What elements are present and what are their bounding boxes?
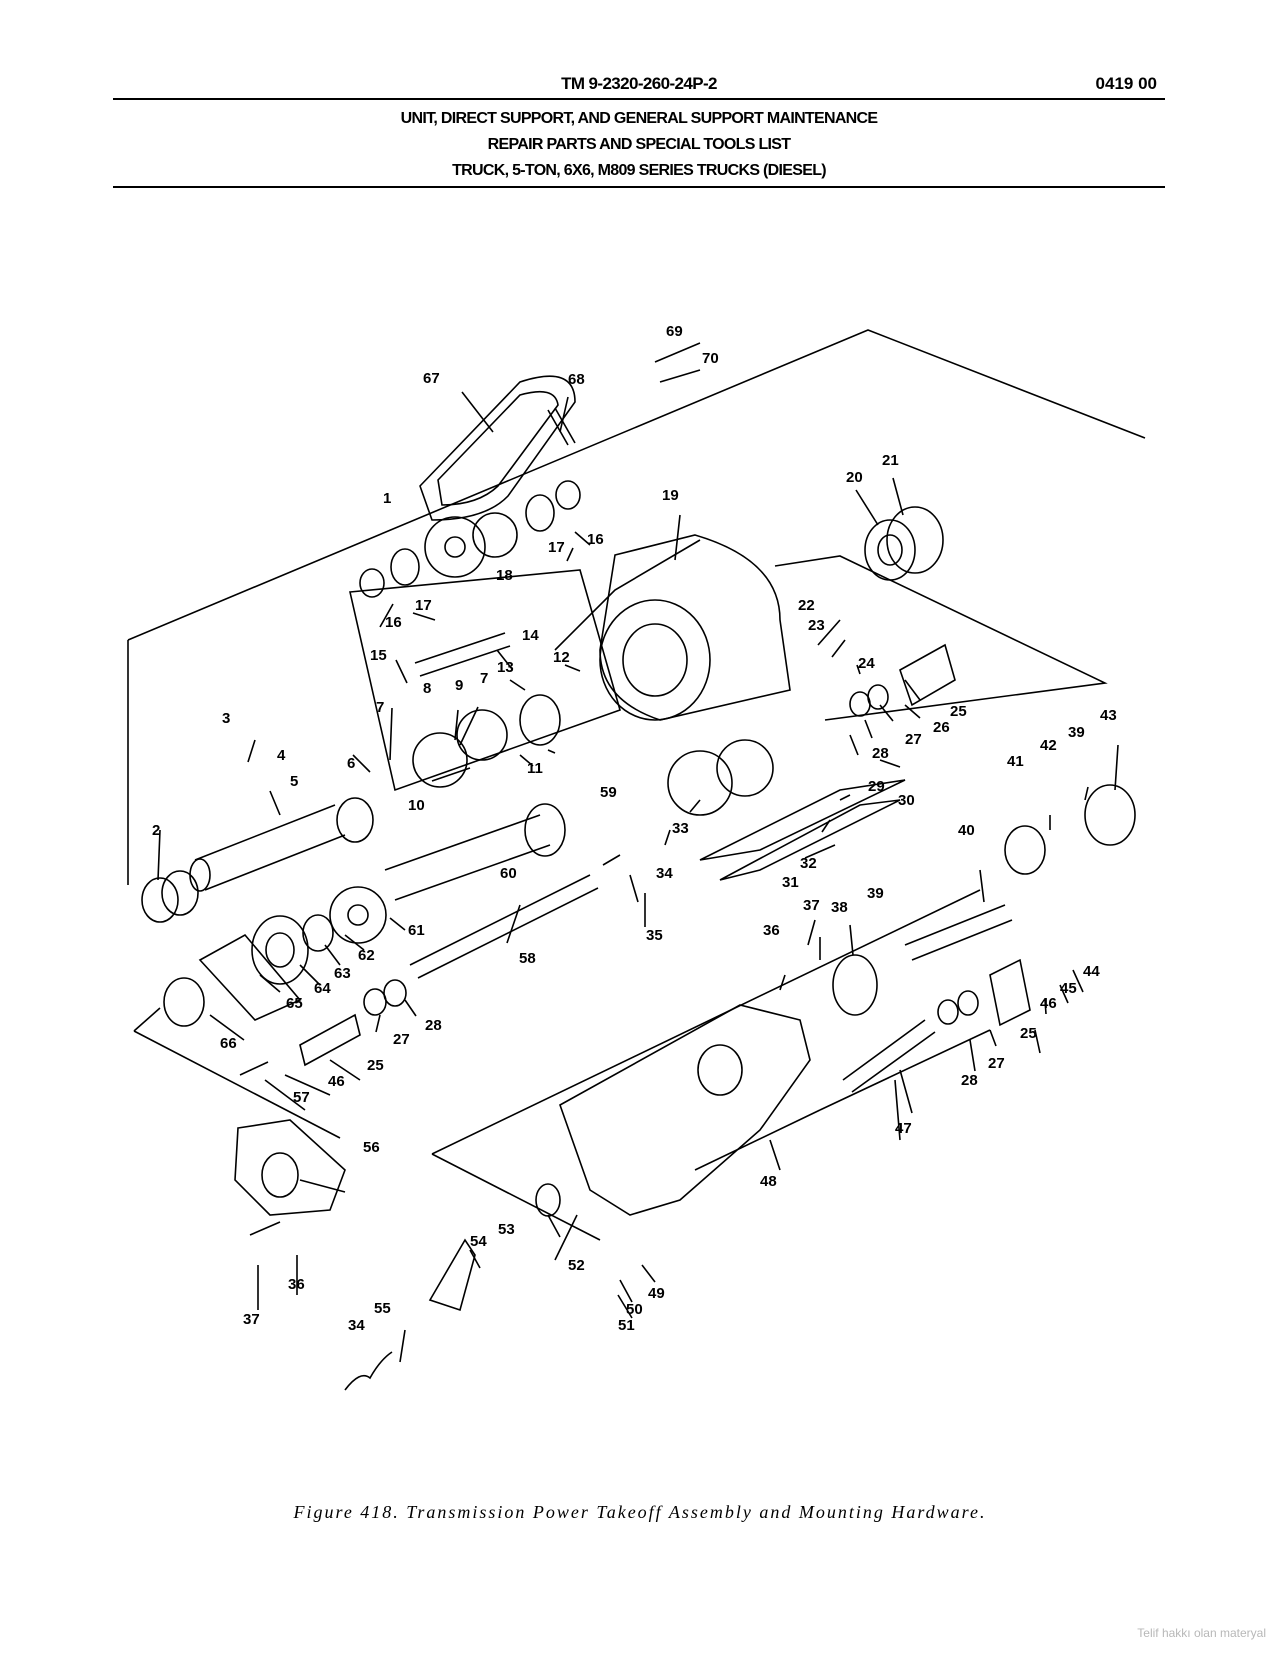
callout-10: 10: [408, 797, 425, 814]
header-rule-top: [113, 98, 1165, 100]
callout-11: 11: [527, 760, 543, 777]
callout-67: 67: [423, 370, 440, 387]
callout-20: 20: [846, 469, 863, 486]
callout-54: 54: [470, 1233, 487, 1250]
callout-37b: 37: [243, 1311, 260, 1328]
callout-1: 1: [383, 490, 391, 507]
callout-51: 51: [618, 1317, 635, 1334]
callout-31: 31: [782, 874, 799, 891]
callout-37a: 37: [803, 897, 820, 914]
callout-44: 44: [1083, 963, 1100, 980]
callout-68: 68: [568, 371, 585, 388]
callout-29: 29: [868, 778, 885, 795]
callout-45: 45: [1060, 980, 1077, 997]
header-row: TM 9-2320-260-24P-2 0419 00: [113, 74, 1165, 96]
callout-13: 13: [497, 659, 514, 676]
callout-27a: 27: [905, 731, 922, 748]
callout-25a: 25: [950, 703, 967, 720]
callout-27c: 27: [988, 1055, 1005, 1072]
callout-65: 65: [286, 995, 303, 1012]
callout-48: 48: [760, 1173, 777, 1190]
callout-7a: 7: [480, 670, 488, 687]
callout-28c: 28: [961, 1072, 978, 1089]
callout-19: 19: [662, 487, 679, 504]
callout-70: 70: [702, 350, 719, 367]
callout-39a: 39: [1068, 724, 1085, 741]
callout-52: 52: [568, 1257, 585, 1274]
callout-8: 8: [423, 680, 431, 697]
callout-46a: 46: [1040, 995, 1057, 1012]
page-code: 0419 00: [1095, 74, 1157, 93]
title-line: TRUCK, 5-TON, 6X6, M809 SERIES TRUCKS (D…: [452, 162, 827, 179]
callout-2: 2: [152, 822, 160, 839]
callout-57: 57: [293, 1089, 310, 1106]
callout-7b: 7: [376, 699, 384, 716]
callout-9: 9: [455, 677, 463, 694]
title-line: UNIT, DIRECT SUPPORT, AND GENERAL SUPPOR…: [400, 110, 878, 127]
callout-15: 15: [370, 647, 387, 664]
callout-59: 59: [600, 784, 617, 801]
callout-39b: 39: [867, 885, 884, 902]
callout-40: 40: [958, 822, 975, 839]
exploded-view-diagram: 69 70 67 68 21 20 19 1 16 17 18 17 16 22…: [127, 323, 1146, 1391]
callout-34b: 34: [348, 1317, 365, 1334]
callout-12: 12: [553, 649, 570, 666]
callout-38: 38: [831, 899, 848, 916]
callout-14: 14: [522, 627, 539, 644]
callout-33: 33: [672, 820, 689, 837]
callout-49: 49: [648, 1285, 665, 1302]
callout-27b: 27: [393, 1031, 410, 1048]
callout-16b: 16: [385, 614, 402, 631]
callout-42: 42: [1040, 737, 1057, 754]
callout-25c: 25: [367, 1057, 384, 1074]
callout-17b: 17: [415, 597, 432, 614]
callout-25b: 25: [1020, 1025, 1037, 1042]
callout-24: 24: [858, 655, 875, 672]
callout-69: 69: [666, 323, 683, 340]
callout-17a: 17: [548, 539, 565, 556]
callout-43: 43: [1100, 707, 1117, 724]
callout-55: 55: [374, 1300, 391, 1317]
copyright-watermark: Telif hakkı olan materyal: [1137, 1626, 1266, 1640]
title-line: REPAIR PARTS AND SPECIAL TOOLS LIST: [487, 136, 791, 153]
callout-61: 61: [408, 922, 425, 939]
callout-30: 30: [898, 792, 915, 809]
callout-36a: 36: [763, 922, 780, 939]
callout-58: 58: [519, 950, 536, 967]
callout-23: 23: [808, 617, 825, 634]
callout-66: 66: [220, 1035, 237, 1052]
callout-53: 53: [498, 1221, 515, 1238]
callout-56: 56: [363, 1139, 380, 1156]
header-rule-bottom: [113, 186, 1165, 188]
callout-47: 47: [895, 1120, 912, 1137]
callout-26: 26: [933, 719, 950, 736]
callout-32: 32: [800, 855, 817, 872]
title-block: UNIT, DIRECT SUPPORT, AND GENERAL SUPPOR…: [113, 106, 1165, 184]
callout-62: 62: [358, 947, 375, 964]
callout-35: 35: [646, 927, 663, 944]
callout-22: 22: [798, 597, 815, 614]
callout-36b: 36: [288, 1276, 305, 1293]
document-id: TM 9-2320-260-24P-2: [561, 74, 717, 93]
callout-46b: 46: [328, 1073, 345, 1090]
callout-21: 21: [882, 452, 899, 469]
callout-64: 64: [314, 980, 331, 997]
callout-41: 41: [1007, 753, 1024, 770]
callout-4: 4: [277, 747, 286, 764]
callout-60: 60: [500, 865, 517, 882]
callout-63: 63: [334, 965, 351, 982]
callout-50: 50: [626, 1301, 643, 1318]
callout-5: 5: [290, 773, 298, 790]
callout-6: 6: [347, 755, 355, 772]
callout-3: 3: [222, 710, 230, 727]
figure-caption: Figure 418. Transmission Power Takeoff A…: [293, 1502, 987, 1522]
callout-16a: 16: [587, 531, 604, 548]
callout-18: 18: [496, 567, 513, 584]
callout-34a: 34: [656, 865, 673, 882]
callout-28a: 28: [872, 745, 889, 762]
callout-28b: 28: [425, 1017, 442, 1034]
